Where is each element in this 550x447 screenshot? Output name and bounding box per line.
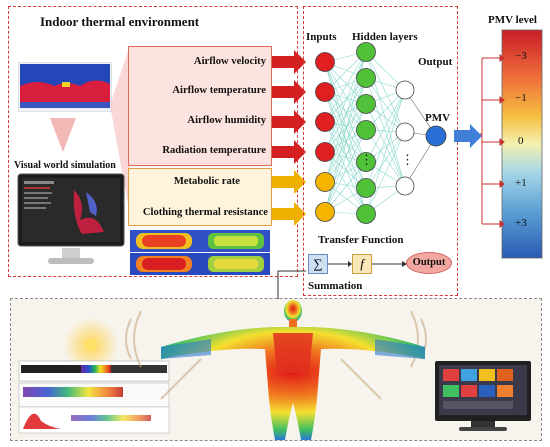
summation-label: Summation	[308, 280, 363, 292]
visual-world-label: Visual world simulation	[14, 160, 116, 171]
input-arrows	[272, 50, 306, 226]
projection-shape	[110, 45, 130, 215]
output-oval: Output	[406, 252, 452, 274]
nn-connection	[324, 121, 367, 189]
nn-connection	[365, 131, 406, 215]
input-node	[315, 202, 335, 222]
output-layer-node	[395, 122, 415, 142]
pmv-tick-plus3: +3	[515, 217, 527, 229]
nn-connection	[324, 151, 367, 215]
hidden-dots-2: ⋮	[401, 152, 414, 167]
nn-connection	[324, 129, 367, 213]
hidden-node	[356, 94, 376, 114]
input-label-airflow-temperature: Airflow temperature	[172, 85, 266, 96]
thermal-image-bottom	[130, 253, 270, 275]
pmv-arrow	[454, 124, 482, 148]
output-layer-node	[395, 80, 415, 100]
pmv-node-label: PMV	[425, 112, 451, 124]
arrow-2	[272, 80, 306, 104]
input-label-airflow-velocity: Airflow velocity	[193, 56, 266, 67]
nn-connection	[365, 89, 406, 163]
transfer-arrows	[328, 261, 407, 267]
hidden-node	[356, 120, 376, 140]
monitor-icon	[17, 173, 125, 264]
pmv-color-bar	[480, 29, 543, 259]
nn-connection	[324, 129, 367, 183]
nn-connection	[324, 51, 367, 123]
hidden-node	[356, 204, 376, 224]
nn-connection	[324, 103, 367, 213]
input-node	[315, 172, 335, 192]
hidden-node	[356, 42, 376, 62]
nn-connection	[365, 103, 406, 187]
hidden-dots-1: ⋮	[360, 152, 373, 167]
hidden-layers-label: Hidden layers	[352, 31, 418, 43]
nn-connection	[324, 121, 367, 215]
panel-title: Indoor thermal environment	[40, 14, 200, 29]
input-label-clothing-resistance: Clothing thermal resistance	[142, 207, 268, 218]
room-simulation-image	[18, 62, 112, 112]
input-node	[315, 82, 335, 102]
nn-connection	[365, 131, 406, 189]
nn-connection	[324, 103, 367, 183]
input-label-airflow-humidity: Airflow humidity	[187, 115, 266, 126]
nn-connection	[365, 89, 406, 189]
pmv-tick-minus1: −1	[515, 92, 527, 104]
nn-connection	[324, 91, 367, 189]
nn-connection	[324, 77, 367, 123]
indoor-environment-panel	[8, 6, 298, 277]
nn-connection	[365, 77, 406, 133]
nn-connection	[324, 103, 367, 153]
input-node	[315, 142, 335, 162]
connector-line	[277, 270, 306, 299]
hidden-node	[356, 68, 376, 88]
arrow-1	[272, 50, 306, 74]
input-node	[315, 112, 335, 132]
pmv-tick-zero: 0	[518, 135, 524, 147]
nn-connection	[324, 77, 367, 183]
inputs-label: Inputs	[306, 31, 337, 43]
f-symbol: f	[360, 256, 364, 271]
pmv-output-node	[425, 125, 447, 147]
arrow-3	[272, 110, 306, 134]
transfer-function-label: Transfer Function	[318, 234, 404, 246]
function-box: f	[352, 254, 372, 274]
human-body-shape	[161, 300, 425, 440]
network-panel	[303, 6, 458, 296]
nn-connection	[365, 77, 406, 187]
nn-connection	[324, 161, 367, 213]
summation-box: ∑	[308, 254, 328, 274]
input-label-metabolic-rate: Metabolic rate	[173, 176, 240, 187]
pmv-tick-plus1: +1	[515, 177, 527, 189]
down-arrow-icon	[50, 118, 76, 152]
hidden-node	[356, 178, 376, 198]
nn-connection	[365, 129, 406, 187]
input-label-radiation-temperature: Radiation temperature	[162, 145, 266, 156]
pmv-tick-minus3: −3	[515, 50, 527, 62]
human-inputs-box	[128, 168, 272, 226]
airflow-inputs-box	[128, 46, 272, 166]
nn-connection	[324, 77, 367, 153]
thermal-image-top	[130, 230, 270, 252]
input-node	[315, 52, 335, 72]
arrow-5	[272, 170, 306, 194]
output-label: Output	[418, 56, 453, 68]
arrow-4	[272, 140, 306, 164]
sum-symbol: ∑	[313, 256, 323, 271]
nn-connection	[324, 91, 367, 163]
hidden-node	[356, 152, 376, 172]
nn-connection	[324, 61, 367, 163]
neural-network	[315, 42, 447, 224]
nn-connection	[324, 61, 367, 131]
human-thermal-panel	[10, 298, 542, 441]
output-layer-node	[395, 176, 415, 196]
nn-connection	[324, 51, 367, 153]
pmv-scale-title: PMV level	[488, 14, 537, 26]
thermal-body-image	[11, 299, 541, 440]
arrow-6	[272, 202, 306, 226]
nn-connection	[365, 51, 406, 133]
